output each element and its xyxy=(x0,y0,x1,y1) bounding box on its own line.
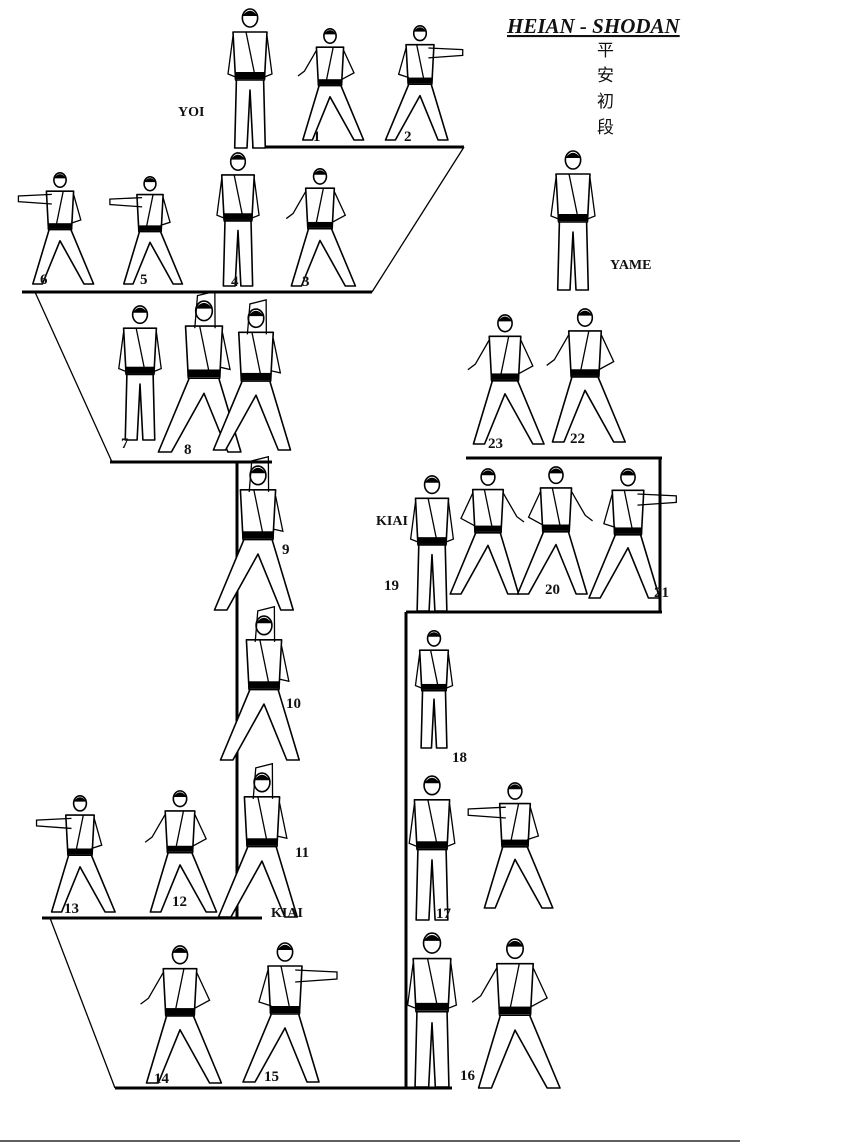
karateka-figure xyxy=(227,8,273,149)
move-number: 15 xyxy=(264,1069,279,1085)
karateka-figure xyxy=(118,305,162,441)
move-number: 10 xyxy=(286,696,301,712)
move-number: 12 xyxy=(172,894,187,910)
floor-connector xyxy=(49,917,116,1089)
move-number: 6 xyxy=(40,272,48,288)
karateka-figure xyxy=(409,475,455,612)
kata-title: HEIAN - SHODAN xyxy=(506,14,681,38)
embusen-lines xyxy=(0,145,740,1142)
karateka-figure xyxy=(144,790,218,913)
move-number: 19 xyxy=(384,578,399,594)
karateka-figure xyxy=(213,455,295,611)
move-number: 16 xyxy=(460,1068,476,1084)
move-numbers: 1 2 3 4 5 6 7 8 9 10 11 12 13 14 15 16 1… xyxy=(40,129,669,1087)
move-number: 23 xyxy=(488,436,503,452)
move-number: 11 xyxy=(295,845,309,861)
karateka-figure xyxy=(516,466,593,595)
move-number: 14 xyxy=(154,1071,170,1087)
kanji-column: 平 安 初 段 xyxy=(597,41,614,138)
move-number: 13 xyxy=(64,901,79,917)
karateka-figure xyxy=(406,932,458,1088)
move-number: 22 xyxy=(570,431,585,447)
karateka-figure xyxy=(212,299,292,451)
kiai-label: KIAI xyxy=(376,514,408,529)
karateka-figure xyxy=(217,762,299,918)
karateka-figure xyxy=(109,175,184,285)
move-number: 2 xyxy=(404,129,412,145)
karateka-figure xyxy=(216,152,260,287)
move-number: 8 xyxy=(184,442,192,458)
karateka-figure xyxy=(285,168,357,287)
yoi-label: YOI xyxy=(178,105,204,120)
move-number: 7 xyxy=(121,436,129,452)
karateka-figure xyxy=(219,605,301,761)
kanji-char: 平 xyxy=(597,41,614,61)
floor-connector xyxy=(34,291,113,463)
yame-label: YAME xyxy=(610,258,652,273)
karateka-figure xyxy=(17,172,95,285)
karateka-figure xyxy=(467,782,554,909)
karateka-figure xyxy=(449,468,525,595)
karateka-figure xyxy=(550,150,596,291)
karateka-figure xyxy=(157,290,242,453)
karateka-figure xyxy=(297,27,365,141)
karateka-figure xyxy=(140,945,223,1084)
karateka-figure xyxy=(467,314,545,445)
move-number: 21 xyxy=(654,585,669,601)
move-number: 3 xyxy=(302,274,310,290)
karateka-figure xyxy=(588,468,677,599)
karateka-figure xyxy=(35,795,116,913)
move-number: 20 xyxy=(545,582,560,598)
karateka-figure xyxy=(546,308,626,443)
kanji-char: 安 xyxy=(597,66,614,86)
floor-connector xyxy=(371,146,465,293)
karateka-figure xyxy=(471,938,561,1089)
karateka-figure xyxy=(408,775,456,921)
kiai-label: KIAI xyxy=(271,906,303,921)
move-number: 9 xyxy=(282,542,290,558)
move-number: 17 xyxy=(436,906,452,922)
move-number: 4 xyxy=(231,274,239,290)
move-number: 18 xyxy=(452,750,467,766)
figures-layer xyxy=(17,8,677,1089)
kanji-char: 初 xyxy=(597,92,614,112)
karateka-figure xyxy=(384,25,464,141)
move-number: 1 xyxy=(313,129,321,145)
move-number: 5 xyxy=(140,272,148,288)
karateka-figure xyxy=(414,630,454,749)
karateka-figure xyxy=(242,942,338,1083)
kanji-char: 段 xyxy=(597,118,614,138)
